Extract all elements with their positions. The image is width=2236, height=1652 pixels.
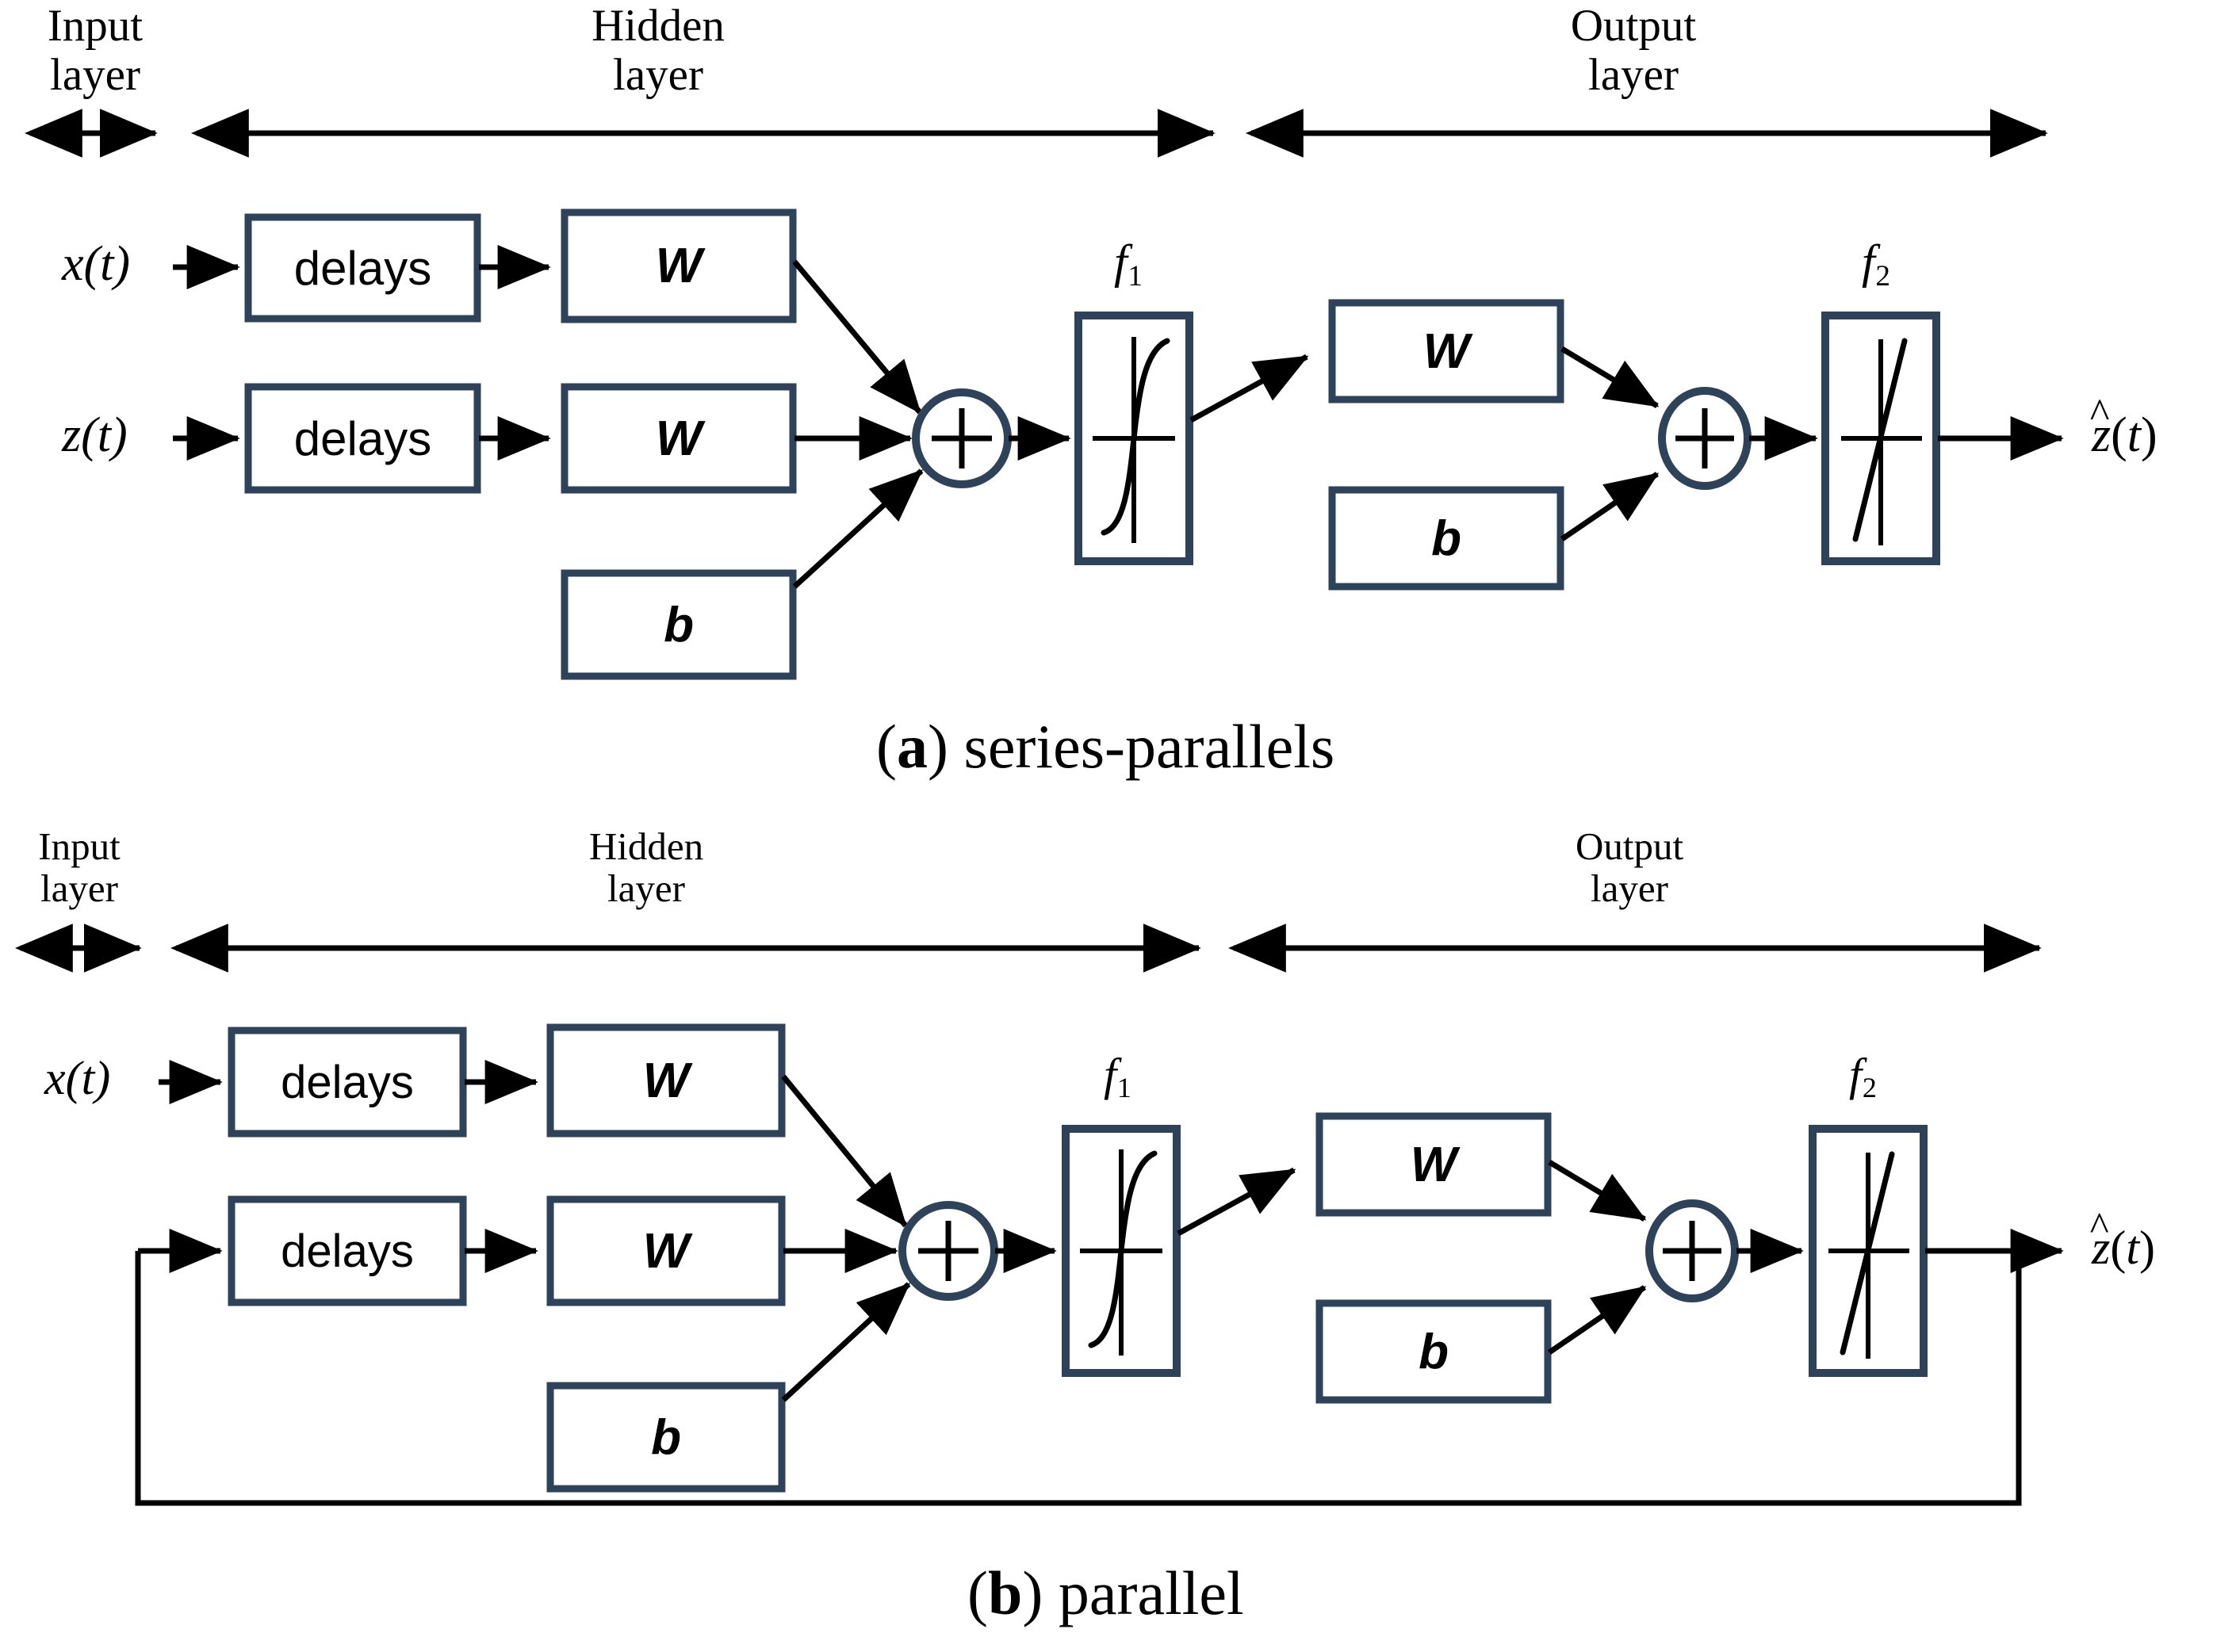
caption-b-paren-open: (: [967, 1558, 988, 1627]
f1-sub-a: 1: [1128, 259, 1143, 293]
f2-sub-a: 2: [1875, 259, 1890, 293]
signal-x-label-b: x(t): [44, 1052, 111, 1104]
edge-f1-to-wout-a: [1189, 354, 1309, 423]
zhat-glyph-a: ^z: [2090, 391, 2112, 462]
f1-name-a: f: [1114, 235, 1128, 288]
zhat-circumflex-a: ^: [2089, 390, 2110, 437]
edge-b-to-sum-a: [792, 468, 924, 589]
output-layer-line2-b: layer: [1591, 866, 1668, 910]
diagram-b-blocks: [135, 1023, 2064, 1506]
block-w-output-b: [1315, 1112, 1552, 1217]
edge-bout-to-sum2-a: [1560, 472, 1660, 541]
hidden-layer-line2-a: layer: [613, 49, 703, 100]
f2-name-a: f: [1862, 235, 1875, 288]
block-b-hidden-b: [546, 1382, 786, 1493]
f2-label-b: f2: [1849, 1048, 1877, 1104]
block-delays-top-b: [228, 1027, 467, 1138]
output-layer-label-a: Output layer: [1530, 2, 1736, 99]
hidden-layer-label-a: Hidden layer: [555, 2, 761, 99]
block-w-top-b: [546, 1023, 786, 1138]
input-layer-label-a: Input layer: [32, 2, 159, 99]
output-layer-line1-b: Output: [1575, 824, 1684, 868]
block-b-output-b: [1315, 1299, 1552, 1404]
input-layer-line2-b: layer: [40, 866, 118, 910]
block-b-output-a: [1328, 486, 1564, 591]
block-delays-top-a: [244, 213, 481, 323]
f2-linear-line-b: [1840, 1151, 1895, 1356]
edge-wtop-to-sum-b: [781, 1074, 908, 1228]
zhat-paren-open-a: (: [2111, 408, 2127, 462]
f1-sigmoid-curve-b: [1088, 1150, 1158, 1348]
block-w-bottom-b: [546, 1195, 786, 1306]
block-w-bottom-a: [561, 383, 797, 494]
hidden-layer-line1-b: Hidden: [588, 824, 704, 868]
diagram-a-blocks: [173, 208, 2064, 680]
caption-a-text: ) series-parallels: [927, 712, 1335, 781]
zhat-paren-open-b: (: [2110, 1222, 2127, 1274]
zhat-base-b: z: [2092, 1222, 2111, 1274]
f1-name-b: f: [1104, 1049, 1117, 1100]
zhat-paren-close-a: ): [2141, 408, 2158, 462]
zhat-t-a: t: [2127, 408, 2142, 462]
edge-wout-to-sum2-b: [1548, 1159, 1647, 1222]
hidden-layer-label-b: Hidden layer: [547, 824, 745, 910]
edge-b-to-sum-b: [781, 1282, 911, 1402]
signal-z-label-a: z(t): [62, 408, 128, 462]
signal-x-label-a: x(t): [62, 237, 131, 291]
zhat-base-a: z: [2092, 408, 2112, 462]
block-w-output-a: [1328, 299, 1564, 403]
zhat-glyph-b: ^z: [2090, 1205, 2111, 1274]
edge-wout-to-sum2-a: [1560, 346, 1660, 409]
f1-sigmoid-curve-a: [1101, 338, 1170, 536]
f1-sub-b: 1: [1116, 1072, 1131, 1104]
f2-linear-line-a: [1852, 338, 1908, 542]
output-layer-line2-a: layer: [1588, 49, 1679, 100]
hidden-layer-line2-b: layer: [607, 866, 685, 910]
zhat-t-b: t: [2126, 1222, 2140, 1274]
input-layer-line1-b: Input: [38, 824, 121, 868]
f2-sub-b: 2: [1862, 1072, 1877, 1104]
block-w-top-a: [561, 208, 797, 323]
input-layer-line1-a: Input: [47, 1, 144, 51]
f2-name-b: f: [1849, 1049, 1863, 1100]
output-layer-line1-a: Output: [1570, 1, 1697, 51]
signal-zhat-label-b: ^z(t): [2090, 1205, 2155, 1274]
input-layer-line2-a: layer: [50, 49, 140, 100]
hidden-layer-line1-a: Hidden: [592, 1, 725, 51]
signal-zhat-label-a: ^z(t): [2090, 391, 2158, 462]
caption-b: (b) parallel: [967, 1558, 1244, 1627]
caption-b-tag: b: [987, 1558, 1023, 1627]
caption-a-paren-open: (: [876, 712, 897, 781]
f1-label-a: f1: [1114, 235, 1143, 293]
edge-wtop-to-sum-a: [792, 259, 922, 415]
feedback-loop-path-b: [135, 1251, 2022, 1506]
input-layer-label-b: Input layer: [16, 824, 143, 910]
caption-a-tag: a: [896, 712, 928, 781]
edge-bout-to-sum2-b: [1548, 1285, 1647, 1355]
block-delays-bottom-a: [244, 383, 481, 494]
zhat-circumflex-b: ^: [2089, 1204, 2109, 1249]
caption-b-text: ) parallel: [1022, 1558, 1244, 1627]
block-delays-bottom-b: [228, 1195, 467, 1306]
output-layer-label-b: Output layer: [1530, 824, 1729, 910]
caption-a: (a) series-parallels: [876, 713, 1334, 780]
f1-label-b: f1: [1104, 1048, 1131, 1104]
edge-f1-to-wout-b: [1177, 1167, 1296, 1237]
block-b-hidden-a: [561, 569, 797, 680]
zhat-paren-close-b: ): [2139, 1222, 2155, 1274]
f2-label-a: f2: [1862, 235, 1890, 293]
